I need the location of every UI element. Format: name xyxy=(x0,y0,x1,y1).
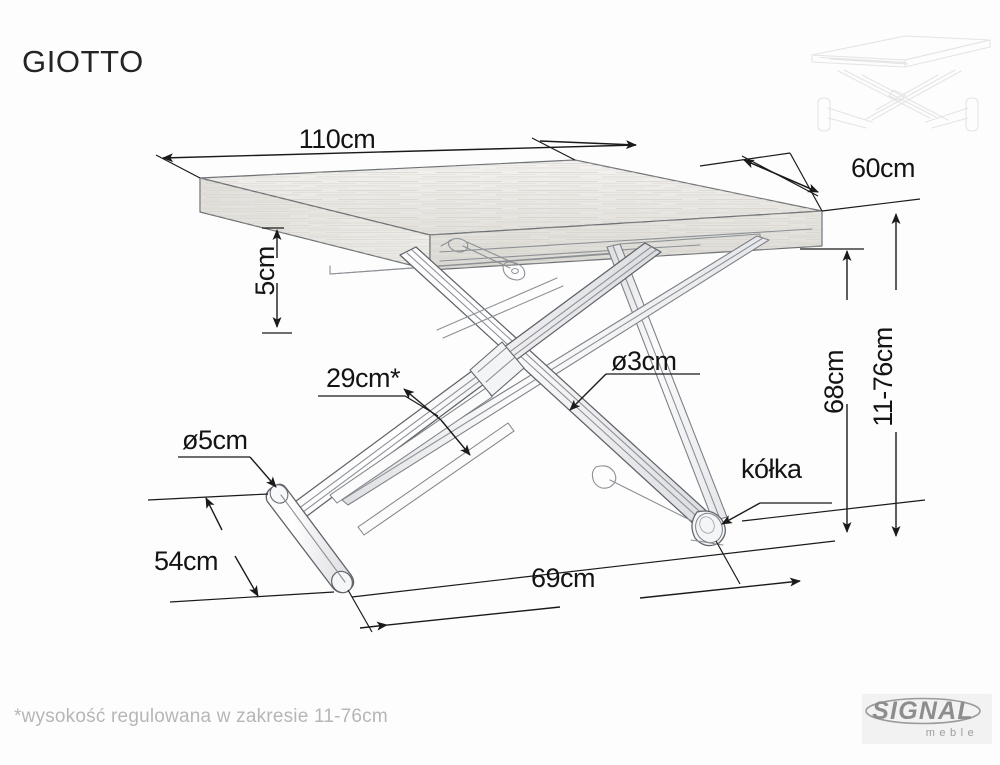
dimension-depth-60: 60cm xyxy=(741,153,916,197)
signal-logo: SIGNAL meble xyxy=(862,694,992,744)
dimension-height-range: 11-76cm xyxy=(868,213,901,537)
gas-spring-mechanism xyxy=(440,237,526,281)
table-thumbnail xyxy=(811,35,991,132)
dimension-label-height-range: 11-76cm xyxy=(868,327,898,427)
dimension-tube-dia: ø3cm xyxy=(569,346,700,411)
ext-line-top-left xyxy=(155,154,201,179)
callout-wheels: kółka xyxy=(721,454,832,525)
dimension-base-69: 69cm xyxy=(347,540,801,633)
dimension-label-cross: 29cm* xyxy=(326,363,401,393)
table-illustration xyxy=(199,159,823,594)
footnote-text: *wysokość regulowana w zakresie 11-76cm xyxy=(14,706,388,727)
left-foot-bar xyxy=(265,483,355,594)
logo-brand: SIGNAL xyxy=(872,697,974,725)
dimension-foot-dia: ø5cm xyxy=(178,425,277,488)
caster-wheels xyxy=(591,465,726,547)
dimension-label-base: 69cm xyxy=(531,563,595,593)
dimension-label-width: 110cm xyxy=(299,124,376,154)
dimension-width-110: 110cm xyxy=(162,124,637,163)
page-title: GIOTTO xyxy=(22,44,144,79)
dimension-cross-29: 29cm* xyxy=(318,363,471,456)
baseline-lower xyxy=(351,540,836,598)
dimension-label-height: 68cm xyxy=(819,350,849,414)
dimension-label-depth: 60cm xyxy=(851,153,915,183)
ext-line-depth-upper xyxy=(699,152,791,167)
logo-tagline: meble xyxy=(926,727,978,739)
ext-line-top-mid xyxy=(531,137,576,161)
dimension-foot-length-54: 54cm xyxy=(147,493,335,603)
dimension-height-68: 68cm xyxy=(800,248,864,533)
ext-line-depth-lower xyxy=(821,198,921,212)
dimension-label-foot-length: 54cm xyxy=(154,546,218,576)
baseline-right xyxy=(741,499,926,522)
ext-line-top-right xyxy=(789,152,823,212)
dimension-label-tube-dia: ø3cm xyxy=(611,346,677,376)
callout-label-wheels: kółka xyxy=(741,454,803,484)
leg-cross-brace xyxy=(329,387,515,536)
dimension-label-foot-dia: ø5cm xyxy=(182,425,248,455)
dimension-thickness-5: 5cm xyxy=(250,227,292,334)
leg-cross-hub xyxy=(469,341,525,397)
dimension-label-thickness: 5cm xyxy=(250,246,280,296)
